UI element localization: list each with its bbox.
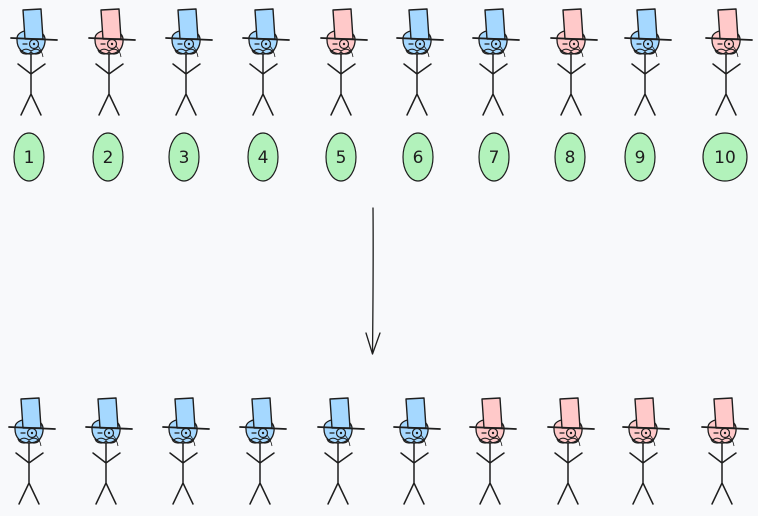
- top-row-figure-1: [10, 8, 58, 116]
- moustache-icon: [97, 48, 121, 55]
- top-row-figure-3: [165, 8, 213, 116]
- top-row-figure-2: [88, 8, 136, 116]
- stick-body-icon: [17, 53, 46, 116]
- stick-body-icon: [324, 442, 353, 505]
- number-label: 1: [24, 148, 35, 168]
- stick-body-icon: [169, 442, 198, 505]
- number-badge-10: 10: [702, 132, 748, 182]
- moustache-icon: [19, 48, 43, 55]
- moustache-icon: [481, 48, 505, 55]
- number-row: 1 2 3 4 5 6 7 8 9 10: [13, 132, 748, 182]
- stick-body-icon: [554, 442, 583, 505]
- top-row-figure-9: [624, 8, 672, 116]
- bottom-row-figure-3: [162, 397, 210, 505]
- stick-body-icon: [629, 442, 658, 505]
- top-row-figure-4: [242, 8, 290, 116]
- moustache-icon: [405, 48, 429, 55]
- moustache-icon: [94, 437, 118, 444]
- stick-body-icon: [246, 442, 275, 505]
- top-hat-icon: [8, 397, 56, 430]
- bottom-row-figure-5: [317, 397, 365, 505]
- bottom-row-figure-8: [547, 397, 595, 505]
- top-hat-icon: [239, 397, 287, 430]
- bottom-row-figure-9: [622, 397, 670, 505]
- stick-body-icon: [15, 442, 44, 505]
- stick-body-icon: [631, 53, 660, 116]
- number-badge-7: 7: [478, 132, 510, 182]
- bottom-row-figure-2: [85, 397, 133, 505]
- number-label: 5: [336, 148, 347, 168]
- number-badge-9: 9: [624, 132, 656, 182]
- top-hat-icon: [10, 8, 58, 41]
- number-label: 6: [413, 148, 424, 168]
- moustache-icon: [329, 48, 353, 55]
- top-hat-icon: [85, 397, 133, 430]
- bottom-row-figure-6: [393, 397, 441, 505]
- number-badge-4: 4: [247, 132, 279, 182]
- stick-body-icon: [249, 53, 278, 116]
- stick-body-icon: [400, 442, 429, 505]
- moustache-icon: [714, 48, 738, 55]
- stick-body-icon: [172, 53, 201, 116]
- number-label: 7: [489, 148, 500, 168]
- moustache-icon: [556, 437, 580, 444]
- top-row-figure-7: [472, 8, 520, 116]
- bottom-row: [8, 397, 749, 505]
- stick-body-icon: [92, 442, 121, 505]
- arrow-down-icon: [365, 207, 381, 355]
- number-label: 4: [258, 148, 269, 168]
- moustache-icon: [248, 437, 272, 444]
- moustache-icon: [631, 437, 655, 444]
- stick-body-icon: [403, 53, 432, 116]
- top-hat-icon: [547, 397, 595, 430]
- number-label: 10: [714, 148, 736, 168]
- top-row-figure-6: [396, 8, 444, 116]
- monocle-icon: [257, 427, 273, 447]
- moustache-icon: [710, 437, 734, 444]
- stick-body-icon: [557, 53, 586, 116]
- number-label: 8: [565, 148, 576, 168]
- stick-body-icon: [708, 442, 737, 505]
- number-badge-8: 8: [554, 132, 586, 182]
- bottom-row-figure-4: [239, 397, 287, 505]
- bottom-row-figure-10: [701, 397, 749, 505]
- number-label: 3: [179, 148, 190, 168]
- number-badge-6: 6: [402, 132, 434, 182]
- top-row-figure-5: [320, 8, 368, 116]
- moustache-icon: [251, 48, 275, 55]
- number-badge-2: 2: [92, 132, 124, 182]
- top-row-figure-10: [705, 8, 753, 116]
- top-row: [10, 8, 753, 116]
- stick-body-icon: [479, 53, 508, 116]
- moustache-icon: [17, 437, 41, 444]
- stick-body-icon: [327, 53, 356, 116]
- stick-body-icon: [95, 53, 124, 116]
- number-badge-3: 3: [168, 132, 200, 182]
- moustache-icon: [174, 48, 198, 55]
- monocle-icon: [106, 38, 122, 58]
- number-label: 2: [103, 148, 114, 168]
- top-hat-icon: [320, 8, 368, 41]
- moustache-icon: [559, 48, 583, 55]
- bottom-row-figure-7: [469, 397, 517, 505]
- top-hat-icon: [396, 8, 444, 41]
- moustache-icon: [326, 437, 350, 444]
- moustache-icon: [633, 48, 657, 55]
- stick-body-icon: [476, 442, 505, 505]
- moustache-icon: [478, 437, 502, 444]
- monocle-icon: [719, 427, 735, 447]
- moustache-icon: [171, 437, 195, 444]
- number-badge-1: 1: [13, 132, 45, 182]
- top-row-figure-8: [550, 8, 598, 116]
- number-label: 9: [635, 148, 646, 168]
- number-badge-5: 5: [325, 132, 357, 182]
- moustache-icon: [402, 437, 426, 444]
- bottom-row-figure-1: [8, 397, 56, 505]
- stick-body-icon: [712, 53, 741, 116]
